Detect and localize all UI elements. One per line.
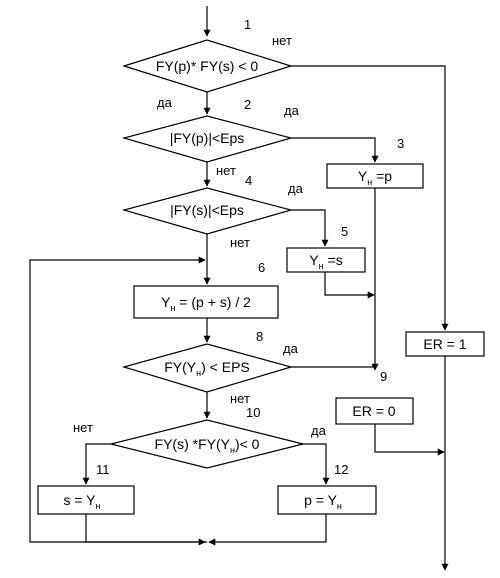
- arrow-11-to-merge: [85, 514, 206, 546]
- label-no-1: нет: [272, 33, 292, 48]
- decision-8-text: FY(Yн) < EPS: [164, 359, 250, 378]
- decision-1-text: FY(p)* FY(s) < 0: [156, 58, 259, 74]
- decision-block-10: FY(s) *FY(Yн)< 0: [110, 419, 304, 469]
- arrow-5-to-join: [324, 272, 375, 299]
- block-number-1: 1: [244, 17, 251, 32]
- label-no-10: нет: [73, 420, 93, 435]
- block-number-9: 9: [380, 369, 387, 384]
- block-number-5: 5: [341, 224, 348, 239]
- process-block-3: Yн =p: [326, 163, 424, 189]
- process-6-text: Yн = (p + s) / 2: [161, 294, 251, 313]
- label-yes-4: да: [288, 181, 304, 196]
- process-er1-text: ER = 1: [423, 336, 466, 352]
- label-yes-10: да: [311, 423, 327, 438]
- process-5-text: Yн =s: [309, 252, 342, 271]
- label-no-2: нет: [216, 163, 236, 178]
- block-number-8: 8: [256, 329, 263, 344]
- label-yes-1: да: [157, 95, 173, 110]
- decision-block-8: FY(Yн) < EPS: [121, 343, 294, 393]
- process-block-er1: ER = 1: [405, 331, 485, 357]
- label-no-8: нет: [230, 391, 250, 406]
- process-3-text: Yн =p: [358, 168, 392, 187]
- block-number-4: 4: [245, 173, 252, 188]
- process-block-9: ER = 0: [335, 397, 414, 425]
- process-block-11: s = Yн: [37, 485, 135, 515]
- arrow-12-to-merge: [208, 514, 327, 546]
- process-block-12: p = Yн: [277, 485, 377, 515]
- label-no-4: нет: [230, 235, 250, 250]
- process-block-6: Yн = (p + s) / 2: [133, 285, 279, 319]
- arrow-1-to-er1: [291, 65, 449, 331]
- decision-block-1: FY(p)* FY(s) < 0: [121, 39, 294, 93]
- block-number-10: 10: [246, 405, 260, 420]
- block-number-6: 6: [258, 260, 265, 275]
- decision-4-text: |FY(s)|<Eps: [170, 202, 244, 218]
- arrow-9-to-right: [374, 424, 445, 456]
- decision-block-4: |FY(s)|<Eps: [121, 187, 294, 235]
- label-yes-2: да: [284, 103, 300, 118]
- block-number-12: 12: [334, 462, 348, 477]
- process-block-5: Yн =s: [286, 247, 366, 273]
- block-number-11: 11: [96, 462, 110, 477]
- process-11-text: s = Yн: [63, 492, 100, 511]
- arrow-4-to-5: [291, 209, 329, 247]
- connectors: [29, 6, 449, 571]
- decision-block-2: |FY(p)|<Eps: [121, 115, 294, 163]
- decision-2-text: |FY(p)|<Eps: [170, 130, 245, 146]
- arrow-10-to-11: [82, 443, 111, 485]
- branch-labels: нет да да нет да нет да нет нет да: [73, 33, 327, 438]
- block-number-2: 2: [244, 97, 251, 112]
- block-numbers: 1 2 3 4 5 6 8 9 10 11 12: [96, 17, 404, 477]
- block-number-3: 3: [397, 136, 404, 151]
- process-9-text: ER = 0: [352, 403, 395, 419]
- arrow-2-to-3: [291, 137, 379, 163]
- label-yes-8: да: [283, 341, 299, 356]
- process-12-text: p = Yн: [304, 492, 342, 511]
- arrow-10-to-12: [303, 443, 330, 485]
- decision-10-text: FY(s) *FY(Yн)< 0: [155, 436, 260, 455]
